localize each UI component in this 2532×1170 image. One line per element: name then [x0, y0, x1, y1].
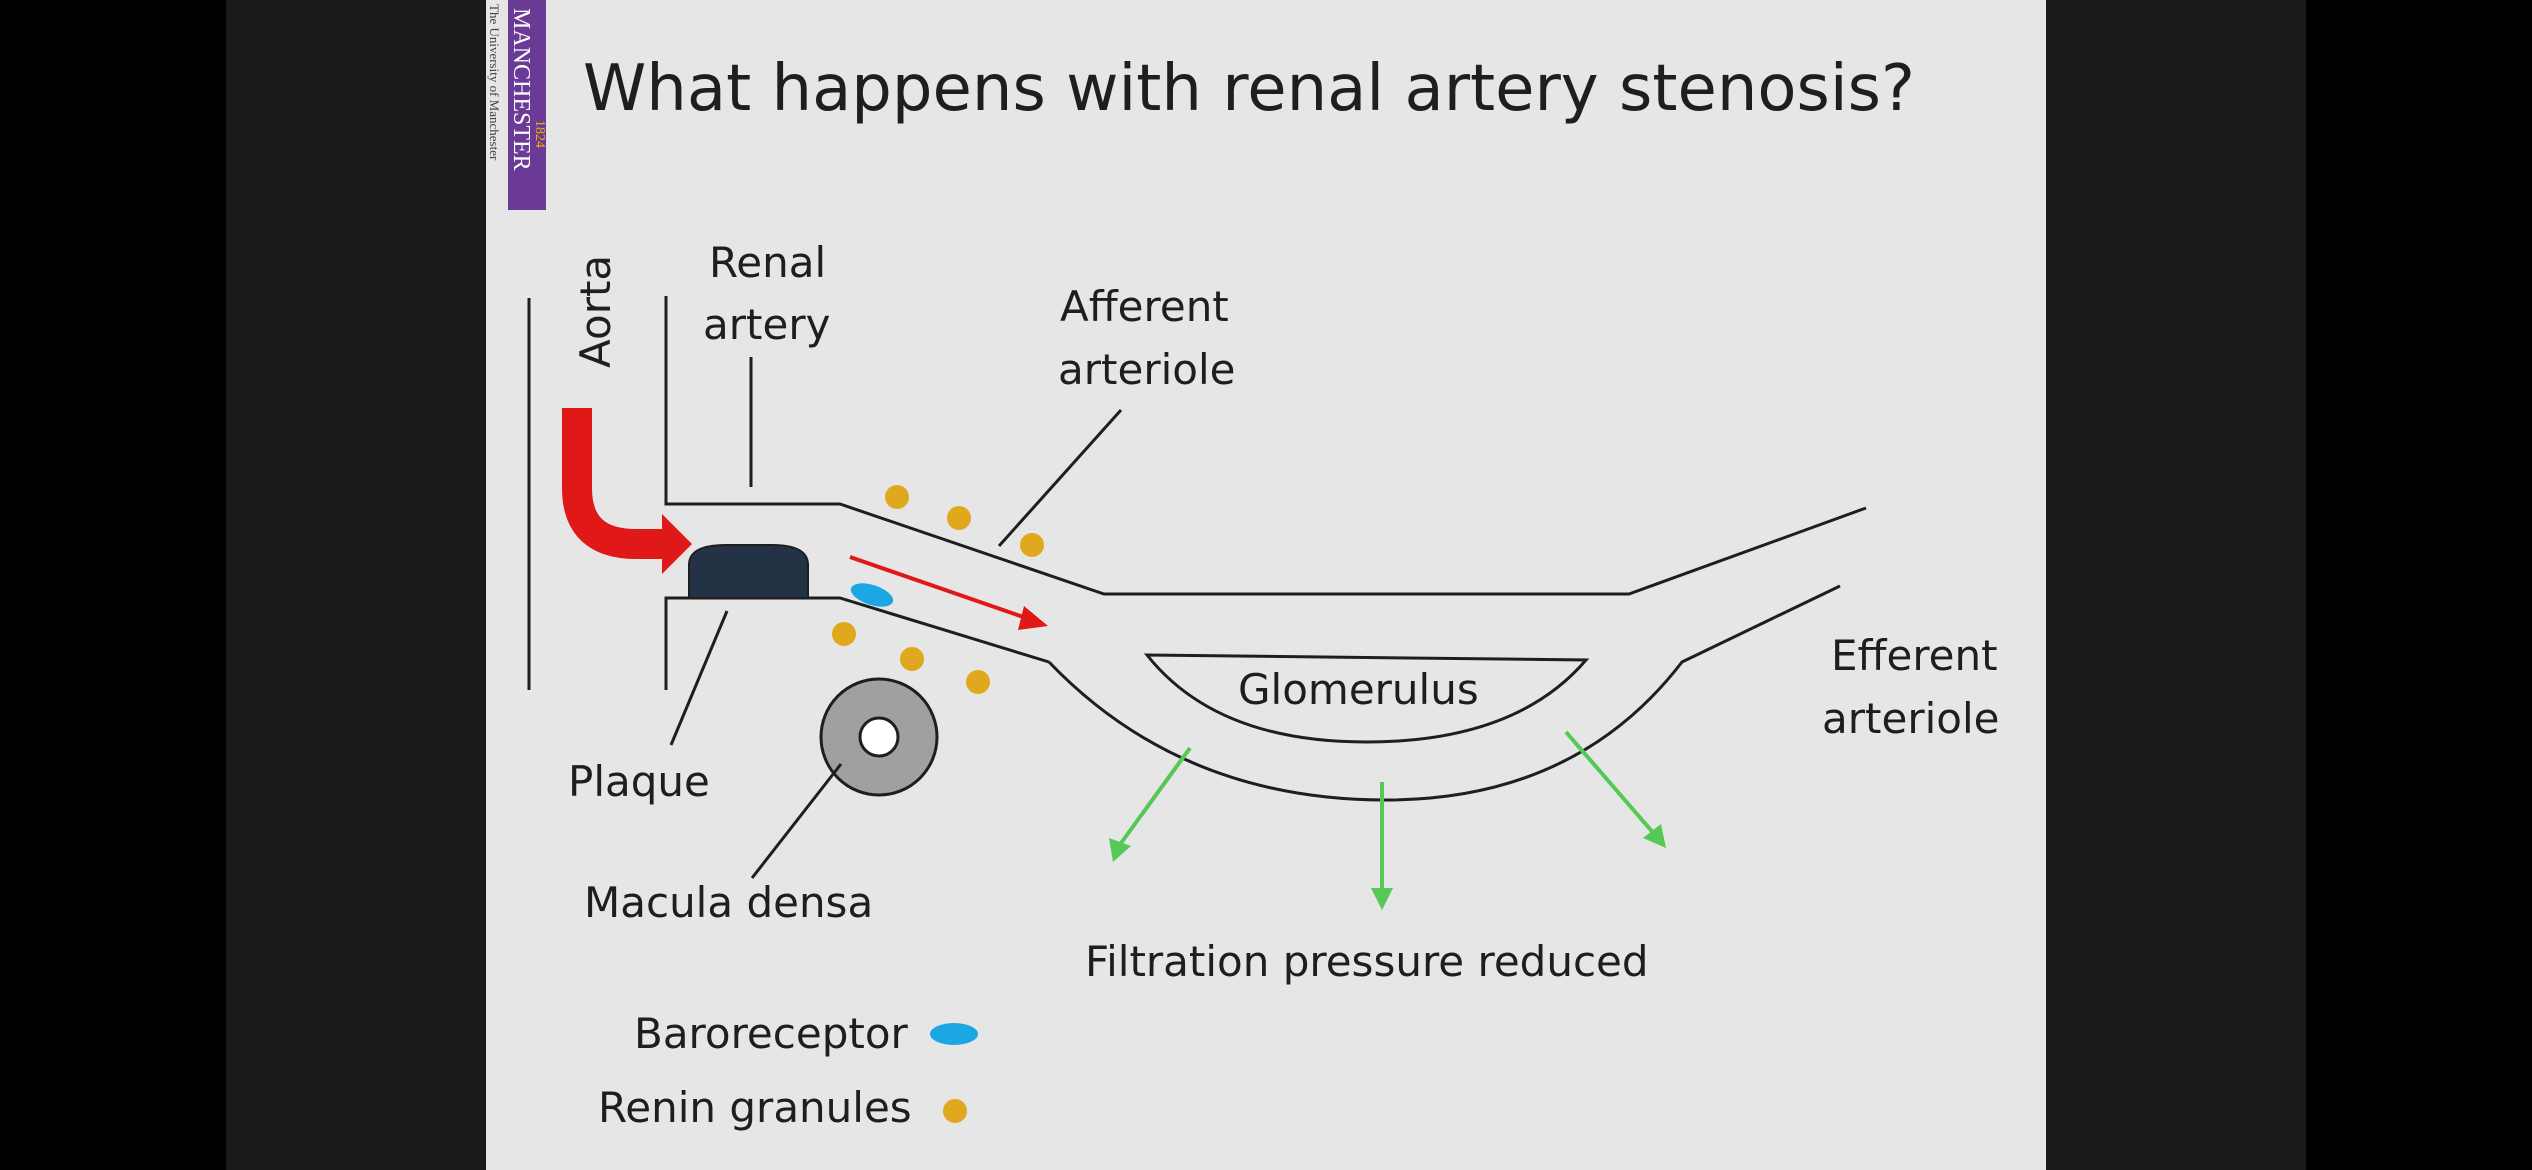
legend-baroreceptor-label: Baroreceptor — [634, 1009, 909, 1058]
renal-artery-label-line1: Renal — [709, 238, 826, 287]
filtration-label: Filtration pressure reduced — [1085, 937, 1649, 986]
slide-title: What happens with renal artery stenosis? — [583, 52, 1915, 126]
letterbox-right — [2306, 0, 2532, 1170]
renin-granule — [900, 647, 924, 671]
blood-flow-arrow — [562, 408, 664, 559]
renin-granule — [947, 506, 971, 530]
aorta-label: Aorta — [571, 255, 620, 368]
efferent-label-line1: Efferent — [1831, 631, 1998, 680]
glomerulus-shape — [1143, 653, 1590, 744]
renin-granule — [885, 485, 909, 509]
filtration-arrowhead-right — [1643, 824, 1666, 848]
logo-university-text: The University of Manchester — [487, 4, 502, 161]
filtration-arrowhead-left — [1109, 838, 1131, 862]
legend-renin-marker — [943, 1099, 967, 1123]
filtration-arrow-right — [1564, 730, 1658, 838]
filtration-arrow-left — [1114, 746, 1192, 852]
renin-granule — [966, 670, 990, 694]
afferent-pointer — [997, 408, 1123, 548]
macula-densa-pointer — [750, 763, 843, 879]
macula-densa-center — [858, 716, 900, 758]
legend-baroreceptor-marker — [930, 1023, 978, 1045]
filtration-arrowhead-center — [1371, 888, 1393, 910]
plaque-pointer — [669, 610, 729, 746]
legend-renin-label: Renin granules — [598, 1083, 912, 1132]
diagram: What happens with renal artery stenosis?… — [527, 52, 1999, 1132]
arteriole-flow-arrow — [849, 555, 1033, 622]
glomerulus-label: Glomerulus — [1238, 665, 1479, 714]
plaque-shape — [688, 544, 809, 599]
efferent-label-line2: arteriole — [1822, 694, 1999, 743]
arteriole-flow-arrowhead — [1018, 606, 1048, 630]
vessel-lower-curve — [1047, 584, 1841, 802]
vessel-lower-wall — [664, 596, 1050, 690]
blood-flow-arrowhead — [662, 514, 692, 574]
plaque-label: Plaque — [568, 757, 710, 806]
macula-densa-label: Macula densa — [584, 878, 873, 927]
slide: What happens with renal artery stenosis?… — [486, 0, 2046, 1170]
vessel-upper-wall — [664, 296, 1867, 596]
logo-purple-band — [508, 0, 546, 210]
afferent-label-line2: arteriole — [1058, 345, 1235, 394]
renal-artery-label-line2: artery — [703, 300, 830, 349]
university-logo: The University of Manchester MANCHESTER … — [487, 0, 546, 210]
afferent-label-line1: Afferent — [1060, 282, 1229, 331]
logo-name: MANCHESTER — [508, 8, 534, 171]
renin-granule — [1020, 533, 1044, 557]
renin-granule — [832, 622, 856, 646]
logo-year: 1824 — [532, 120, 546, 148]
baroreceptor-marker — [850, 583, 894, 607]
letterbox-left — [0, 0, 226, 1170]
